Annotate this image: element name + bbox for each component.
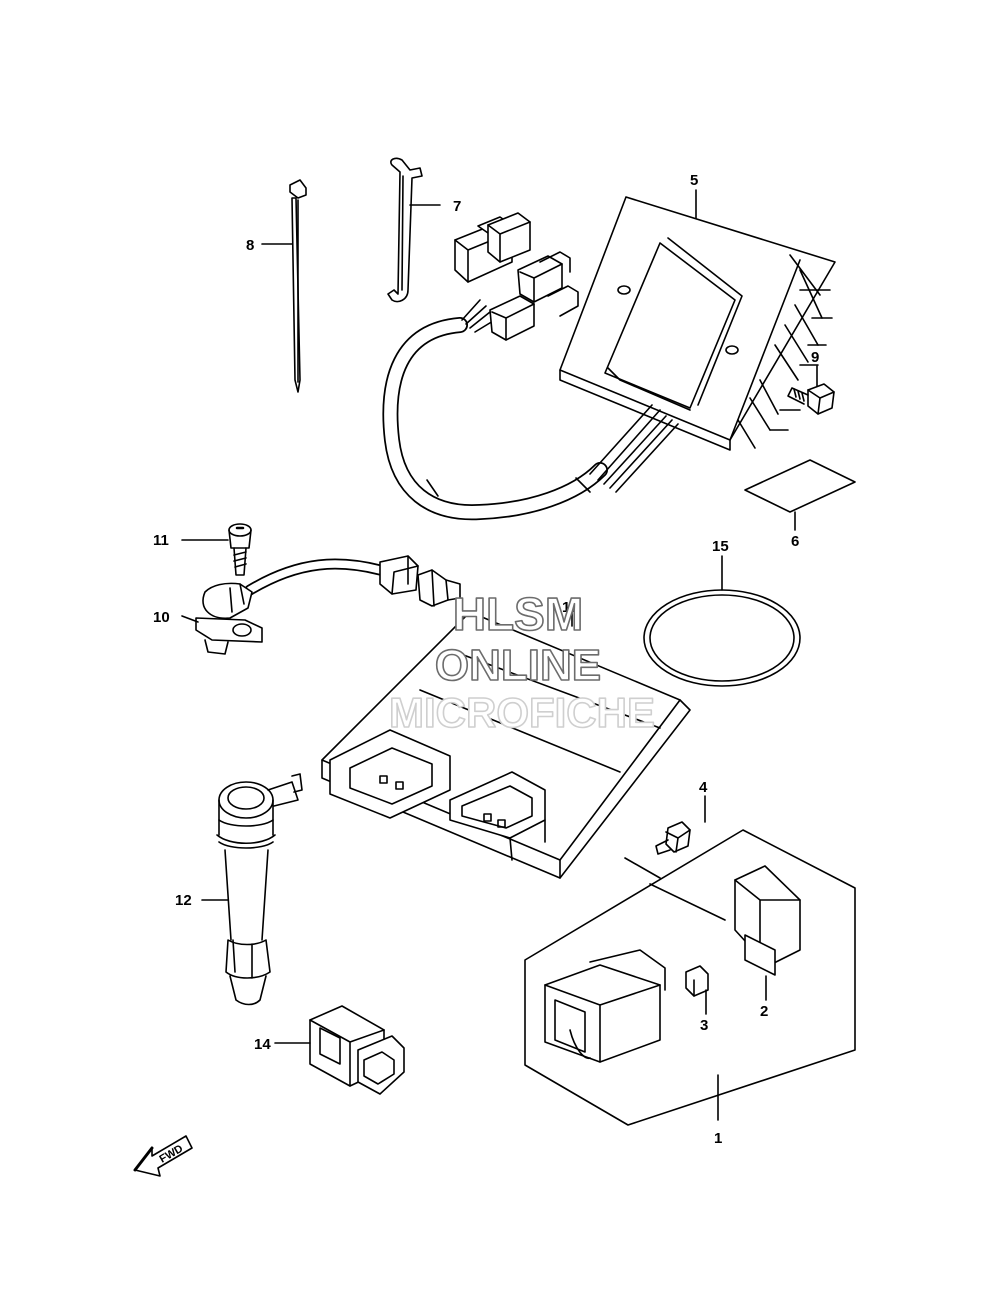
callout-2: 2 <box>760 1003 768 1020</box>
part-5-regulator-rectifier[interactable] <box>382 196 836 521</box>
watermark-line-2: ONLINE <box>435 641 601 690</box>
part-2-relay-cover[interactable] <box>734 865 801 976</box>
callout-8: 8 <box>246 237 254 254</box>
callout-4: 4 <box>699 779 708 796</box>
part-4-bolt[interactable] <box>655 821 691 855</box>
part-8-cable-tie[interactable] <box>289 179 307 393</box>
callout-1: 1 <box>714 1130 722 1147</box>
fwd-arrow-icon: FWD <box>133 1135 193 1177</box>
watermark: HLSM ONLINE MICROFICHE <box>388 587 656 737</box>
callout-7: 7 <box>453 198 461 215</box>
part-1-starter-relay-frame <box>524 829 856 1126</box>
callout-9: 9 <box>811 349 819 366</box>
part-9-bolt[interactable] <box>787 383 835 415</box>
part-15-o-ring[interactable] <box>643 589 801 687</box>
callout-10: 10 <box>153 609 170 626</box>
part-12-ignition-coil[interactable] <box>216 773 303 1006</box>
part-11-bolt[interactable] <box>228 523 252 576</box>
watermark-line-3: MICROFICHE <box>389 689 655 736</box>
callout-6: 6 <box>791 533 799 550</box>
callout-15: 15 <box>712 538 729 555</box>
callout-13: 13 <box>562 599 579 616</box>
callout-11: 11 <box>153 532 169 549</box>
part-7-clamp[interactable] <box>387 157 423 303</box>
fwd-label: FWD <box>158 1143 186 1166</box>
callout-12: 12 <box>175 892 192 909</box>
callout-3: 3 <box>700 1017 708 1034</box>
part-10-sensor[interactable] <box>195 555 461 655</box>
callout-5: 5 <box>690 172 698 189</box>
part-3-fuse[interactable] <box>685 965 709 997</box>
watermark-line-1: HLSM <box>453 588 583 640</box>
leader-line-10 <box>181 615 199 623</box>
part-13-ecu[interactable] <box>321 611 691 879</box>
callout-14: 14 <box>254 1036 271 1053</box>
part-6-pad[interactable] <box>744 459 856 513</box>
part-14-connector[interactable] <box>309 1005 405 1095</box>
part-1-starter-relay[interactable] <box>544 949 666 1063</box>
